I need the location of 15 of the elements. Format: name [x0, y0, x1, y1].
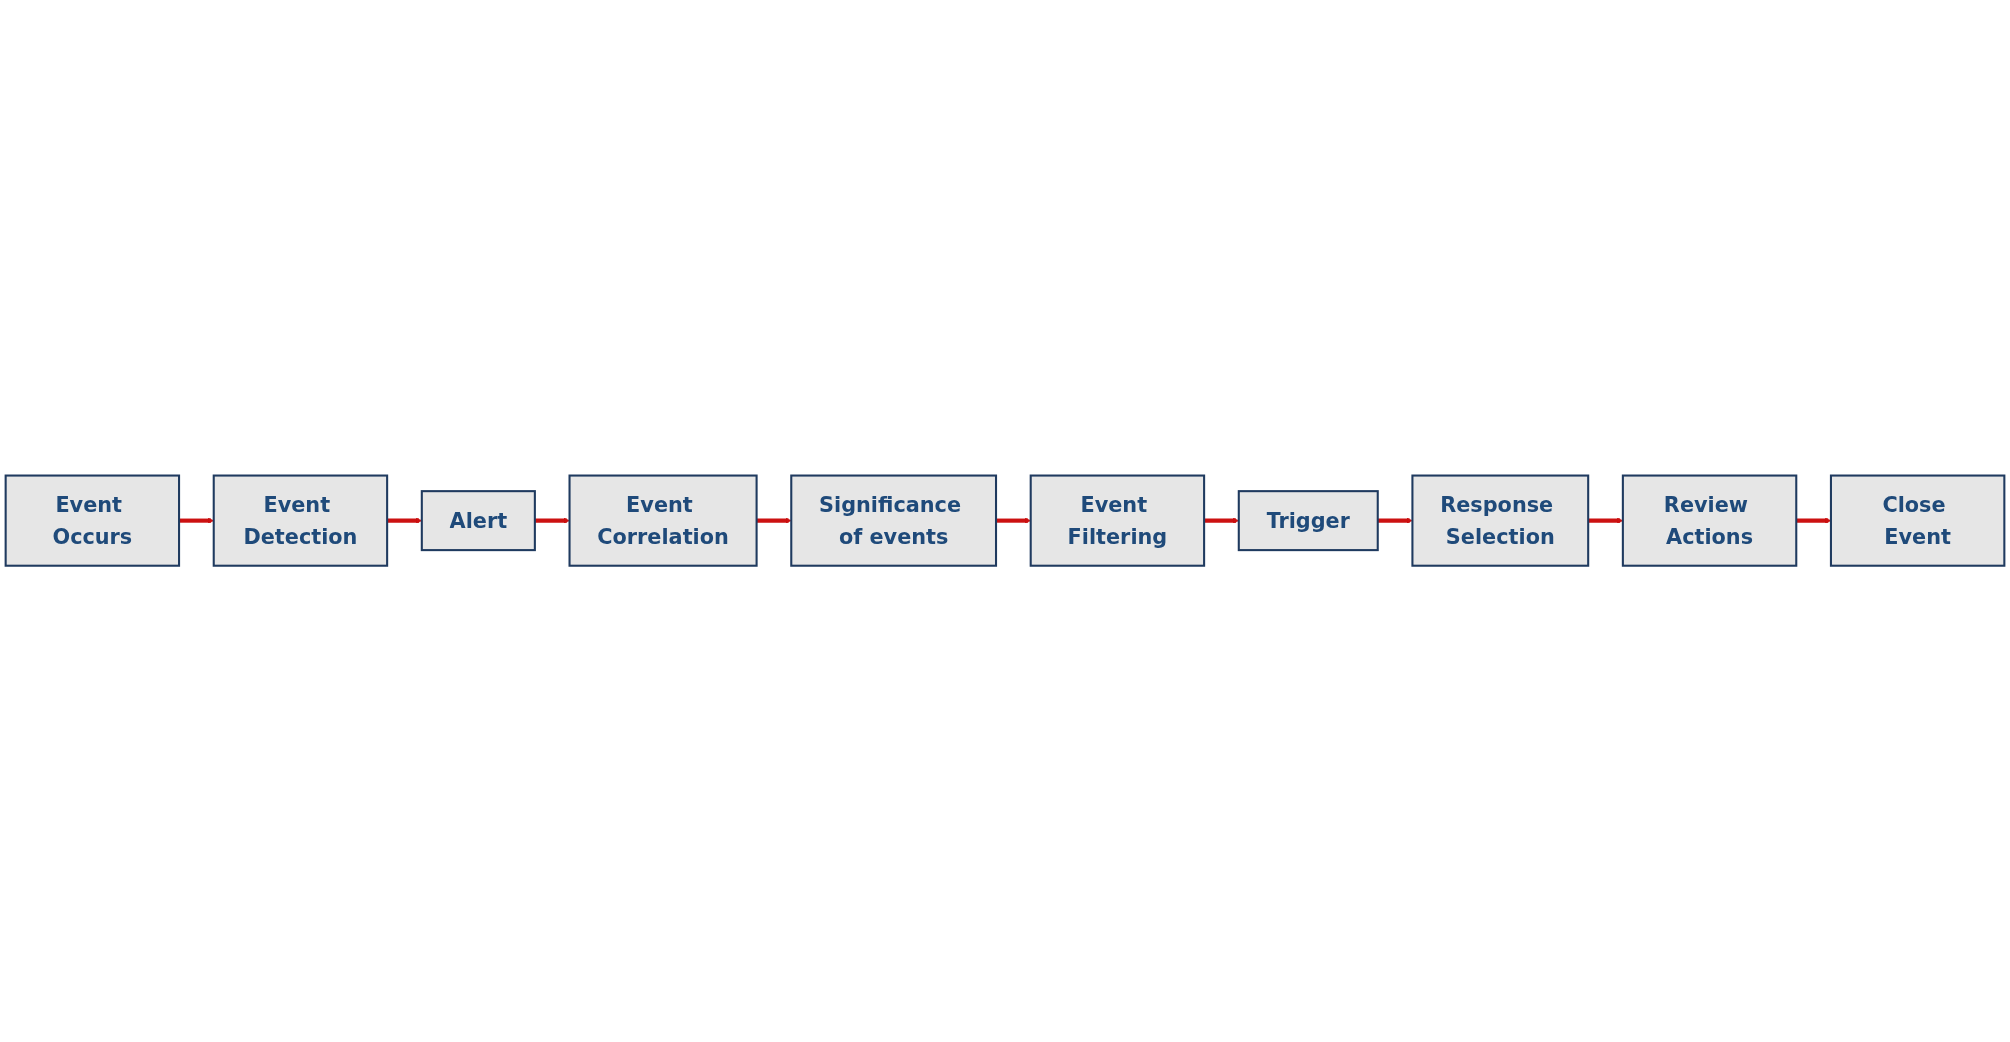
- node-box: Alert: [420, 490, 536, 552]
- arrow: [534, 517, 570, 525]
- node-box: Trigger: [1237, 490, 1379, 552]
- node-box: Event Detection: [212, 474, 389, 568]
- node-box: Response Selection: [1411, 474, 1590, 568]
- node-box: Event Occurs: [4, 474, 181, 568]
- arrow: [996, 517, 1031, 525]
- arrow: [756, 517, 792, 525]
- node-box: Close Event: [1829, 474, 2006, 568]
- arrow: [179, 517, 214, 525]
- node-box: Event Correlation: [568, 474, 758, 568]
- node-box: Review Actions: [1621, 474, 1798, 568]
- arrow: [1377, 517, 1413, 525]
- node-box: Event Filtering: [1029, 474, 1206, 568]
- node-box: Significance of events: [790, 474, 998, 568]
